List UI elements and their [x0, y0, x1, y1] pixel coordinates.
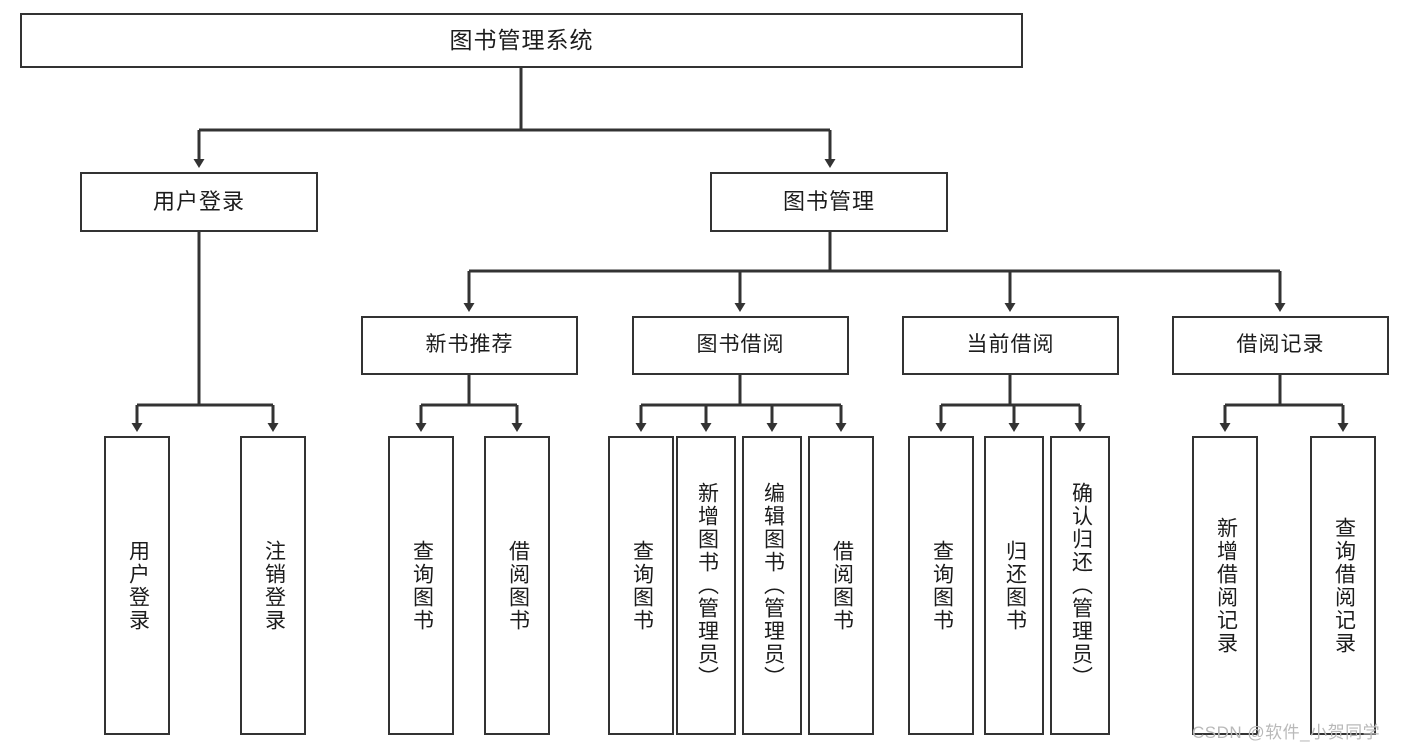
node-book-borrow[interactable]: 图书借阅	[632, 316, 849, 375]
node-leaf-query-book-1-label: 查询图书	[410, 539, 434, 632]
node-leaf-edit-book[interactable]: 编辑图书（管理员）	[742, 436, 802, 735]
node-user-login[interactable]: 用户登录	[80, 172, 318, 232]
node-leaf-query-record-label: 查询借阅记录	[1332, 516, 1356, 655]
node-leaf-borrow-book-2-label: 借阅图书	[830, 539, 854, 632]
node-leaf-borrow-book-1-label: 借阅图书	[506, 539, 530, 632]
node-book-borrow-label: 图书借阅	[696, 333, 785, 357]
node-leaf-edit-book-label: 编辑图书（管理员）	[761, 482, 785, 689]
node-new-book-recommend[interactable]: 新书推荐	[361, 316, 578, 375]
node-leaf-query-record[interactable]: 查询借阅记录	[1310, 436, 1376, 735]
node-leaf-user-login[interactable]: 用户登录	[104, 436, 170, 735]
node-borrow-record[interactable]: 借阅记录	[1172, 316, 1389, 375]
node-current-borrow[interactable]: 当前借阅	[902, 316, 1119, 375]
node-leaf-borrow-book-2[interactable]: 借阅图书	[808, 436, 874, 735]
node-book-manage-label: 图书管理	[782, 189, 875, 215]
watermark-text: CSDN @软件_小贺同学	[1192, 723, 1381, 742]
node-leaf-add-record-label: 新增借阅记录	[1214, 516, 1238, 655]
node-leaf-query-book-2-label: 查询图书	[630, 539, 654, 632]
node-leaf-query-book-1[interactable]: 查询图书	[388, 436, 454, 735]
node-current-borrow-label: 当前借阅	[966, 333, 1055, 357]
node-leaf-add-book-label: 新增图书（管理员）	[695, 482, 719, 689]
node-leaf-query-book-3[interactable]: 查询图书	[908, 436, 974, 735]
node-leaf-add-record[interactable]: 新增借阅记录	[1192, 436, 1258, 735]
node-book-manage[interactable]: 图书管理	[710, 172, 948, 232]
node-new-book-recommend-label: 新书推荐	[425, 333, 514, 357]
node-leaf-query-book-2[interactable]: 查询图书	[608, 436, 674, 735]
node-leaf-return-book[interactable]: 归还图书	[984, 436, 1044, 735]
node-leaf-add-book[interactable]: 新增图书（管理员）	[676, 436, 736, 735]
node-user-login-label: 用户登录	[152, 189, 245, 215]
node-leaf-borrow-book-1[interactable]: 借阅图书	[484, 436, 550, 735]
node-leaf-query-book-3-label: 查询图书	[930, 539, 954, 632]
node-root[interactable]: 图书管理系统	[20, 13, 1023, 68]
node-leaf-user-logout-label: 注销登录	[262, 539, 286, 632]
node-leaf-return-book-label: 归还图书	[1003, 539, 1027, 632]
node-root-label: 图书管理系统	[449, 27, 594, 54]
node-leaf-confirm-return[interactable]: 确认归还（管理员）	[1050, 436, 1110, 735]
node-leaf-user-login-label: 用户登录	[126, 539, 150, 632]
node-leaf-user-logout[interactable]: 注销登录	[240, 436, 306, 735]
node-borrow-record-label: 借阅记录	[1236, 333, 1325, 357]
node-leaf-confirm-return-label: 确认归还（管理员）	[1069, 482, 1093, 689]
